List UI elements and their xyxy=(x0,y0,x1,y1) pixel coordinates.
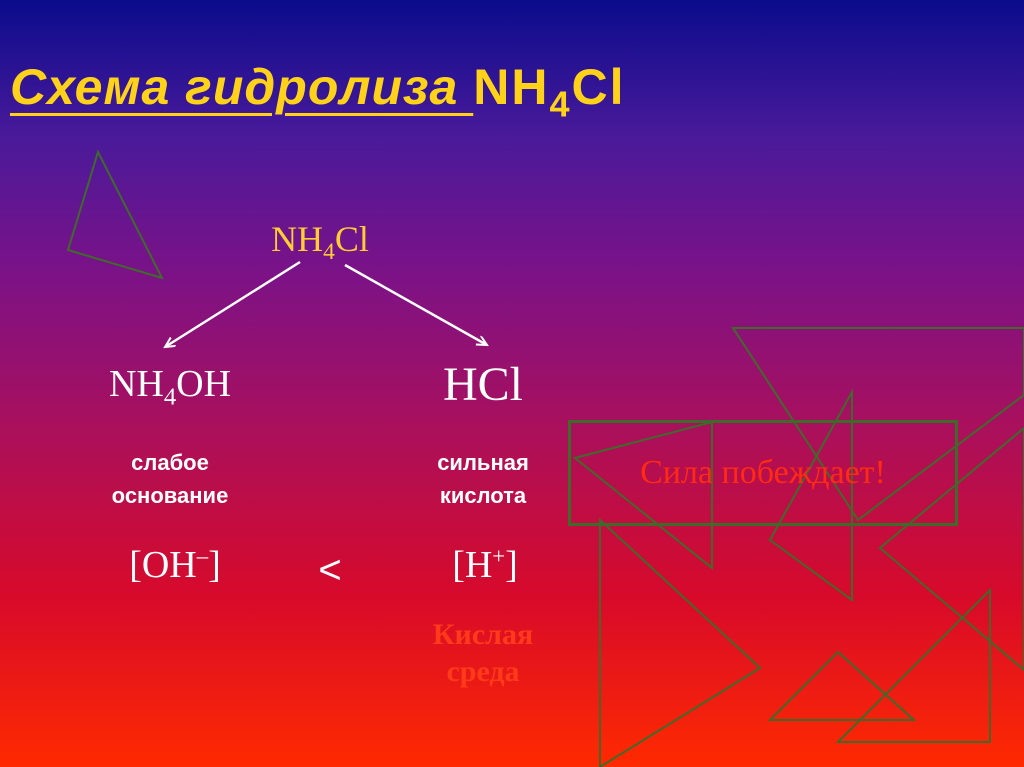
acid-formula: HCl xyxy=(442,358,523,411)
acid-description-line: кислота xyxy=(439,483,527,508)
title-formula-subscript: 4 xyxy=(549,83,572,125)
decorative-triangle xyxy=(66,149,164,280)
hydroxide-ion-concentration: [OH–] xyxy=(80,543,270,587)
decorative-triangle xyxy=(878,426,1024,672)
base-description-line: основание xyxy=(111,483,229,508)
salt-formula: NH4Cl xyxy=(240,218,400,266)
ion-part: [H xyxy=(452,544,493,586)
ion-part: [OH xyxy=(129,544,197,586)
arrow-to-base xyxy=(165,260,301,347)
slide-title: Схема гидролиза NH4Cl xyxy=(0,58,1024,126)
medium-result-line: среда xyxy=(446,655,520,688)
title-formula-part: NH xyxy=(473,59,550,115)
comparison-sign: < xyxy=(318,548,342,592)
decorative-triangle xyxy=(767,650,917,721)
base-description-line: слабое xyxy=(131,450,209,475)
base-formula-part: OH xyxy=(176,363,232,405)
medium-result-line: Кислая xyxy=(432,618,534,651)
arrow-to-acid xyxy=(344,263,487,345)
medium-result: Кислая среда xyxy=(398,616,568,690)
base-description: слабое основание xyxy=(68,446,272,512)
conclusion-box: Сила побеждает! xyxy=(568,420,958,526)
ion-charge: – xyxy=(196,543,209,569)
title-formula: NH4Cl xyxy=(473,59,626,125)
decorative-triangle xyxy=(768,388,853,602)
title-formula-part: Cl xyxy=(571,59,626,115)
ion-charge: + xyxy=(492,543,506,569)
base-formula: NH4OH xyxy=(70,362,270,412)
salt-formula-subscript: 4 xyxy=(323,239,335,266)
salt-formula-part: Cl xyxy=(334,219,369,259)
decorative-triangle xyxy=(572,420,713,571)
conclusion-text: Сила побеждает! xyxy=(640,454,886,491)
title-text: Схема гидролиза xyxy=(10,59,474,115)
ion-part: ] xyxy=(208,544,221,586)
hydrogen-ion-concentration: [H+] xyxy=(410,543,560,587)
decorative-triangle xyxy=(835,587,991,743)
ion-part: ] xyxy=(505,544,518,586)
base-formula-part: NH xyxy=(108,363,164,405)
salt-formula-part: NH xyxy=(271,219,324,259)
acid-description-line: сильная xyxy=(437,450,529,475)
base-formula-subscript: 4 xyxy=(163,383,177,411)
acid-description: сильная кислота xyxy=(398,446,568,512)
decorative-triangle xyxy=(599,517,762,767)
